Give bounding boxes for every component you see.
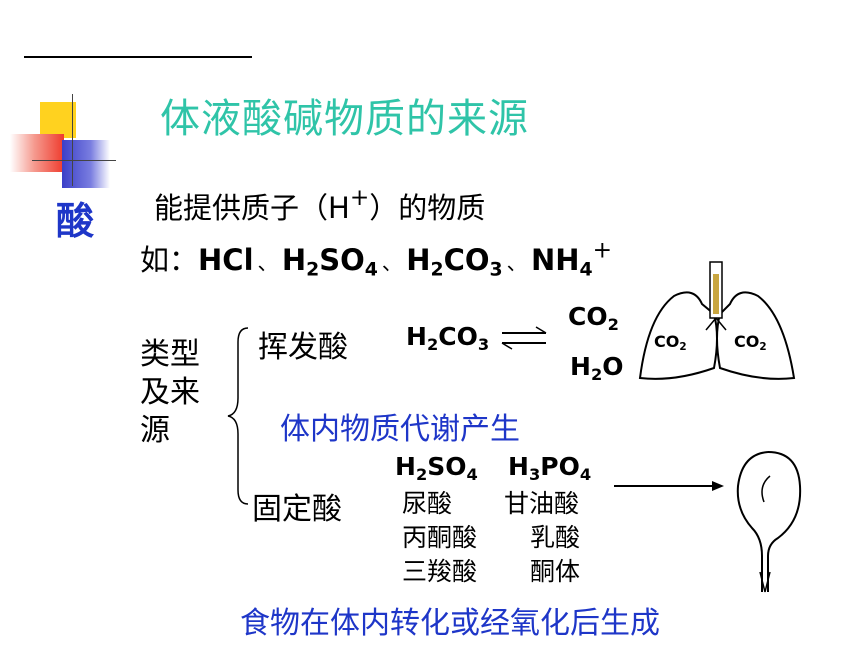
page-title: 体液酸碱物质的来源 (160, 96, 529, 142)
definition-text: 能提供质子（H (154, 190, 350, 225)
fixed-example: 三羧酸 (402, 557, 478, 586)
fixed-example: 尿酸 (402, 489, 453, 518)
fixed-source: 食物在体内转化或经氧化后生成 (240, 606, 660, 641)
volatile-acid-label: 挥发酸 (258, 330, 348, 365)
definition-superscript: + (349, 184, 370, 211)
fixed-example: 乳酸 (530, 523, 581, 552)
equilibrium-arrows-icon (501, 326, 547, 350)
fixed-example: 丙酮酸 (402, 523, 478, 552)
brace-icon (227, 327, 249, 505)
decor-horizontal-line (32, 160, 116, 161)
decor-vertical-line (72, 94, 73, 186)
acid-label: 酸 (56, 199, 95, 243)
lung-left-co2: CO2 (654, 332, 687, 354)
volatile-source: 体内物质代谢产生 (280, 412, 520, 447)
examples-list: HCl、H2SO4、H2CO3、NH4+ (198, 236, 613, 281)
decor-yellow-square (40, 102, 76, 138)
acid-examples: 如：HCl、H2SO4、H2CO3、NH4+ (140, 236, 612, 280)
product-h2o: H2O (570, 352, 624, 384)
acid-example-formula: NH4+ (530, 236, 613, 281)
acid-example-formula: H2SO4 (281, 242, 378, 281)
product-co2: CO2 (568, 302, 619, 334)
acid-example-formula: HCl (198, 242, 254, 277)
examples-prefix: 如： (140, 242, 199, 277)
lungs-icon (638, 261, 796, 380)
decor-blue-square (62, 140, 110, 188)
fixed-example: 甘油酸 (504, 489, 580, 518)
acid-example-formula: H2CO3 (406, 242, 503, 281)
kidney-icon (736, 451, 802, 593)
definition-end: ）的物质 (369, 190, 486, 225)
fixed-formula-h3po4: H3PO4 (508, 452, 592, 484)
fixed-example: 酮体 (530, 557, 581, 586)
lung-right-co2: CO2 (734, 332, 767, 354)
acid-definition: 能提供质子（H+）的物质 (154, 184, 485, 227)
fixed-formula-h2so4: H2SO4 (395, 452, 478, 484)
reaction-reactant: H2CO3 (406, 322, 490, 354)
top-rule (24, 56, 252, 58)
types-label: 类型及来源 (140, 337, 200, 448)
arrow-right-icon (614, 481, 724, 491)
fixed-acid-label: 固定酸 (252, 492, 342, 527)
decor-red-square (10, 134, 64, 172)
